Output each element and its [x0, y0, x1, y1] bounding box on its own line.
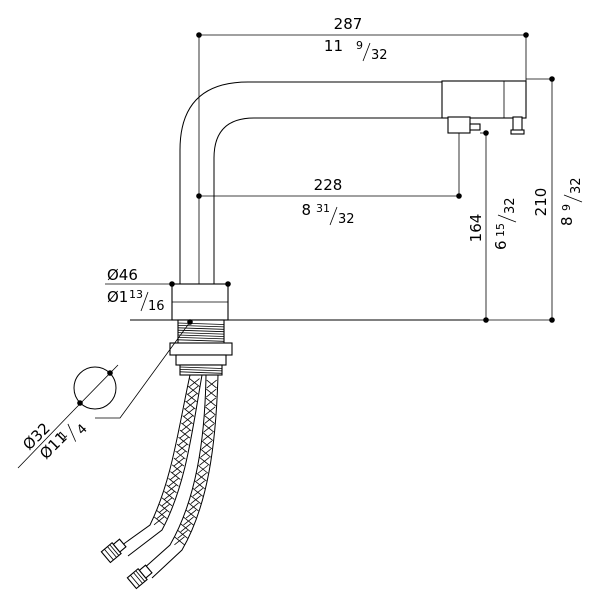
dimension-end-dot	[456, 193, 462, 199]
dimension-end-dot	[225, 281, 231, 287]
aerator-outlet	[447, 116, 471, 134]
fraction-slash	[67, 423, 77, 442]
shank-threads-upper	[177, 322, 225, 342]
dim-inch-whole: Ø1	[107, 288, 128, 306]
leader-end-dot	[187, 319, 193, 325]
dim-inch-numerator: 15	[494, 223, 507, 237]
dim-inch-numerator: 13	[129, 288, 143, 301]
lever-pin	[512, 116, 523, 132]
fraction-slash	[329, 206, 338, 226]
hole-diameter-circle	[73, 366, 117, 410]
dim-inch-denominator: 4	[74, 422, 90, 438]
fraction-slash	[140, 291, 149, 312]
dimension-end-dot	[107, 370, 113, 376]
dim-inch-numerator: 9	[560, 204, 573, 211]
dimension-end-dot	[549, 317, 555, 323]
shank-threads-lower	[179, 366, 223, 374]
spout-inner-contour	[213, 117, 444, 284]
dim-mm-label: 228	[314, 176, 343, 194]
dim-inch-numerator: 31	[316, 202, 330, 215]
dimension-end-dot	[549, 76, 555, 82]
dim-mm-label: Ø46	[107, 266, 138, 284]
dim-inch-denominator: 16	[148, 299, 165, 314]
dim-inch-denominator: 32	[503, 197, 518, 214]
spout-outer-contour	[179, 81, 444, 284]
dim-inch-denominator: 32	[371, 48, 388, 63]
dim-inch-whole: 8	[301, 201, 311, 219]
dimension-end-dot	[523, 32, 529, 38]
threaded-shank	[169, 319, 233, 376]
leader-line-to-shank	[95, 321, 191, 419]
dim-inch-whole: 6	[492, 240, 510, 250]
lever-pin-cap	[510, 129, 525, 135]
hose-braid-pattern	[153, 378, 217, 546]
fraction-slash	[497, 214, 517, 223]
dim-inch-denominator: 32	[338, 212, 355, 227]
hose-fitting-left	[100, 538, 127, 564]
spout-head	[441, 80, 527, 119]
dimension-overall-width: 287 11 9 32	[196, 15, 529, 284]
dim-inch-whole: 11	[324, 37, 343, 55]
hose-right-outline-a	[141, 374, 207, 571]
mounting-washer	[169, 342, 233, 356]
dimension-end-dot	[196, 32, 202, 38]
dimension-outlet-height: 164 6 15 32	[467, 130, 518, 323]
dim-inch-denominator: 32	[569, 177, 584, 194]
dim-inch-whole: 8	[558, 216, 576, 226]
fraction-slash	[563, 194, 583, 203]
dimension-end-dot	[483, 130, 489, 136]
dimension-end-dot	[196, 193, 202, 199]
dimension-end-dot	[169, 281, 175, 287]
dim-mm-label: 164	[467, 214, 485, 243]
dimension-base-diameter: Ø46 Ø1 13 16	[105, 266, 231, 314]
dimension-total-height: 210 8 9 32	[486, 76, 584, 323]
leader-line	[17, 410, 74, 469]
faucet-body	[171, 80, 527, 321]
supply-hoses	[100, 374, 219, 590]
dimension-spout-reach: 228 8 31 32	[196, 133, 462, 227]
hose-left-outline-b	[127, 374, 203, 557]
dimension-end-dot	[77, 400, 83, 406]
hose-left-outline-a	[117, 374, 191, 549]
dim-mm-label: 210	[532, 188, 550, 217]
hose-right-outline-b	[151, 374, 219, 579]
dimension-hole-diameter: Ø32 Ø11 1 4	[17, 319, 193, 469]
fraction-slash	[362, 42, 371, 62]
aerator-nipple	[469, 123, 481, 131]
dim-mm-label: 287	[334, 15, 363, 33]
hose-fitting-right	[126, 564, 153, 590]
mounting-nut	[175, 354, 227, 366]
dim-inch-numerator: 9	[356, 39, 363, 52]
